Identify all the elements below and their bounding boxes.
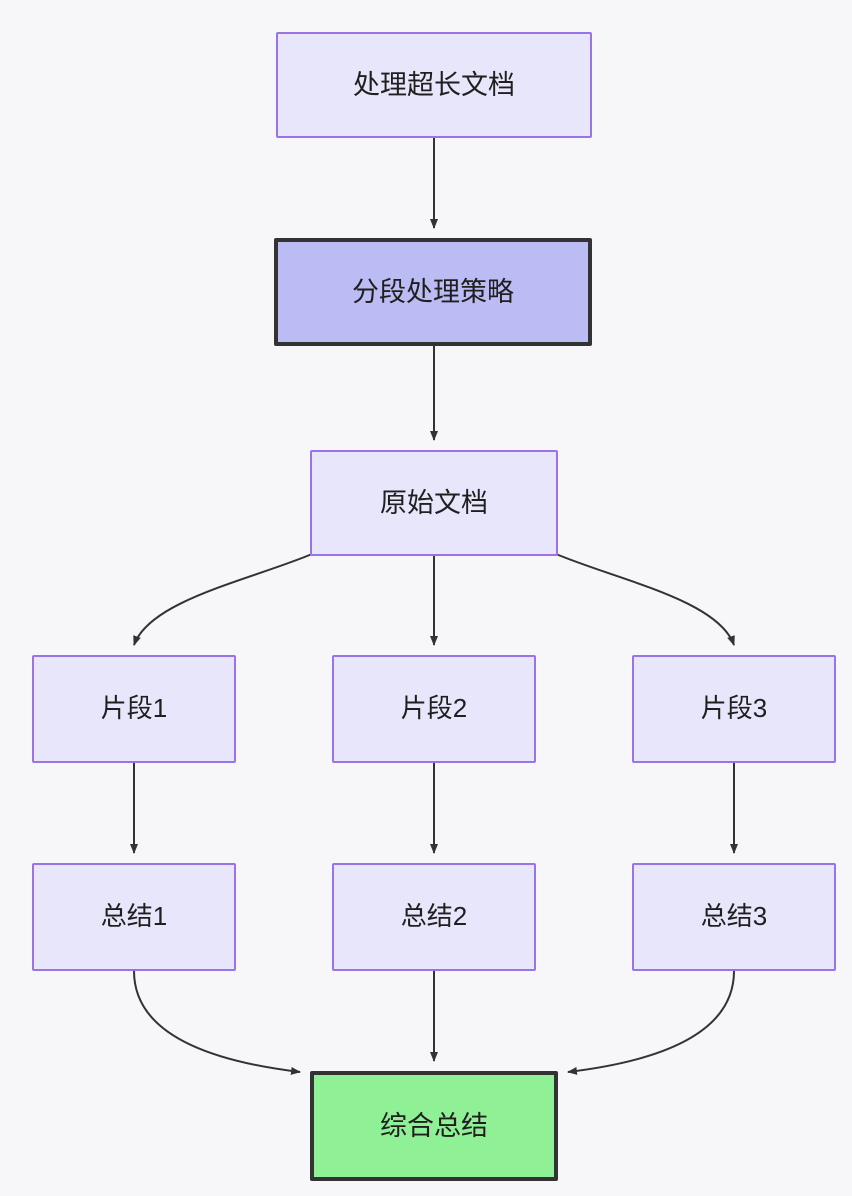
node-fragment-2-label: 片段2 [400, 693, 468, 724]
node-long-document[interactable]: 处理超长文档 [276, 32, 592, 138]
edge-summary-3-to-final-summary [567, 970, 735, 1075]
edge-source-document-to-fragment-1 [133, 553, 313, 646]
node-final-summary-label: 综合总结 [380, 1110, 488, 1141]
edge-summary-1-to-final-summary [133, 970, 301, 1075]
node-fragment-2[interactable]: 片段2 [332, 655, 536, 763]
node-long-document-label: 处理超长文档 [353, 69, 515, 100]
node-fragment-3[interactable]: 片段3 [632, 655, 836, 763]
node-summary-1[interactable]: 总结1 [32, 863, 236, 971]
node-source-document-label: 原始文档 [380, 487, 488, 518]
node-fragment-1-label: 片段1 [100, 693, 168, 724]
node-chunk-strategy-label: 分段处理策略 [352, 276, 514, 307]
node-fragment-3-label: 片段3 [700, 693, 768, 724]
node-final-summary[interactable]: 综合总结 [310, 1071, 558, 1181]
node-summary-1-label: 总结1 [100, 901, 168, 932]
node-chunk-strategy[interactable]: 分段处理策略 [274, 238, 592, 346]
node-fragment-1[interactable]: 片段1 [32, 655, 236, 763]
node-summary-2[interactable]: 总结2 [332, 863, 536, 971]
node-source-document[interactable]: 原始文档 [310, 450, 558, 556]
edge-source-document-to-fragment-3 [555, 553, 735, 646]
node-summary-3[interactable]: 总结3 [632, 863, 836, 971]
node-summary-3-label: 总结3 [700, 901, 768, 932]
node-summary-2-label: 总结2 [400, 901, 468, 932]
